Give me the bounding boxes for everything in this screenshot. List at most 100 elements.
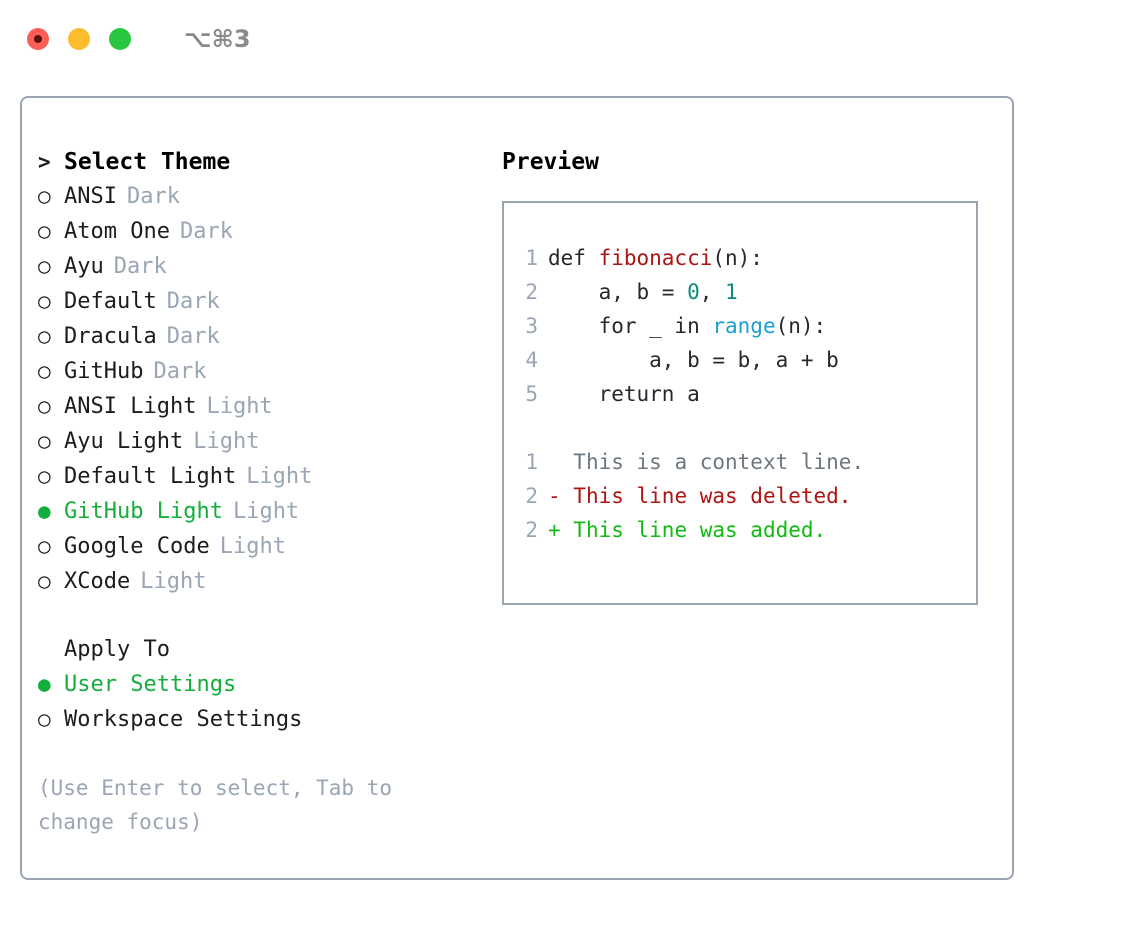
radio-unselected-icon: ○ <box>38 254 51 278</box>
diff-marker: + <box>548 518 561 542</box>
diff-line: 2- This line was deleted. <box>504 479 976 513</box>
preview-title: Preview <box>502 149 599 175</box>
diff-line: 1 This is a context line. <box>504 445 976 479</box>
line-number: 3 <box>525 314 538 338</box>
diff-sample: 1 This is a context line.2- This line wa… <box>504 445 976 547</box>
code-diff-spacer <box>504 411 976 445</box>
keyboard-shortcut-label: ⌥⌘3 <box>184 25 251 53</box>
radio-unselected-icon: ○ <box>38 534 51 558</box>
theme-name-label: Atom One <box>64 219 170 244</box>
theme-name-label: Default <box>64 289 157 314</box>
line-number: 2 <box>525 484 538 508</box>
code-token: range <box>712 314 776 338</box>
theme-list-item[interactable]: ● GitHub Light Light <box>38 494 478 529</box>
theme-list-item[interactable]: ○ Atom One Dark <box>38 214 478 249</box>
radio-unselected-icon: ○ <box>38 289 51 313</box>
radio-unselected-icon: ○ <box>38 569 51 593</box>
theme-kind-label: Dark <box>179 219 233 244</box>
theme-list-item[interactable]: ○ Ayu Dark <box>38 249 478 284</box>
theme-kind-label: Light <box>219 534 286 559</box>
radio-unselected-icon: ○ <box>38 324 51 348</box>
zoom-button-icon[interactable] <box>109 28 131 50</box>
theme-name-label: Ayu Light <box>64 429 184 454</box>
theme-name-label: ANSI Light <box>64 394 197 419</box>
apply-to-item[interactable]: ○ Workspace Settings <box>38 702 478 737</box>
theme-kind-label: Light <box>206 394 273 419</box>
code-line: 2 a, b = 0, 1 <box>504 275 976 309</box>
code-token: 0 <box>687 280 700 304</box>
code-line-text: def fibonacci(n): <box>548 241 763 275</box>
code-token: a, b = b, a + b <box>548 348 839 372</box>
theme-list-item[interactable]: ○ Google Code Light <box>38 529 478 564</box>
theme-list-item[interactable]: ○ Default Light Light <box>38 459 478 494</box>
theme-name-label: XCode <box>64 569 131 594</box>
radio-unselected-icon: ○ <box>38 464 51 488</box>
code-token: 1 <box>725 280 738 304</box>
code-token: (n): <box>712 246 763 270</box>
theme-kind-label: Light <box>232 499 300 524</box>
window-controls <box>27 28 131 50</box>
select-theme-header-label: Select Theme <box>64 149 231 175</box>
theme-name-label: Ayu <box>64 254 104 279</box>
theme-kind-label: Dark <box>126 184 180 209</box>
diff-line: 2+ This line was added. <box>504 513 976 547</box>
prompt-caret-icon: > <box>38 150 51 174</box>
radio-unselected-icon: ○ <box>38 707 51 731</box>
section-spacer <box>38 599 478 633</box>
radio-selected-icon: ● <box>38 499 51 523</box>
theme-kind-label: Light <box>193 429 260 454</box>
code-token: fibonacci <box>598 246 713 270</box>
apply-to-label: Workspace Settings <box>64 707 303 732</box>
diff-line-text: This is a context line. <box>548 445 864 479</box>
theme-kind-label: Dark <box>153 359 207 384</box>
theme-list-item[interactable]: ○ Ayu Light Light <box>38 424 478 459</box>
theme-name-label: Google Code <box>64 534 210 559</box>
radio-unselected-icon: ○ <box>38 219 51 243</box>
code-line-text: a, b = 0, 1 <box>548 275 738 309</box>
line-number: 4 <box>525 348 538 372</box>
code-token: return a <box>548 382 700 406</box>
line-number: 1 <box>525 450 538 474</box>
close-button-icon[interactable] <box>27 28 49 50</box>
radio-unselected-icon: ○ <box>38 429 51 453</box>
diff-text: This line was deleted. <box>560 484 852 508</box>
theme-name-label: ANSI <box>64 184 117 209</box>
theme-name-label: GitHub Light <box>64 499 223 524</box>
code-token: for _ in <box>548 314 713 338</box>
theme-kind-label: Dark <box>113 254 167 279</box>
code-line: 5 return a <box>504 377 976 411</box>
code-line-text: for _ in range(n): <box>548 309 827 343</box>
diff-marker: - <box>548 484 561 508</box>
titlebar: ⌥⌘3 <box>0 0 1140 78</box>
theme-name-label: GitHub <box>64 359 144 384</box>
code-line: 3 for _ in range(n): <box>504 309 976 343</box>
keyboard-hint: (Use Enter to select, Tab to change focu… <box>38 776 405 834</box>
diff-text: This is a context line. <box>560 450 865 474</box>
apply-to-item[interactable]: ●User Settings <box>38 667 478 702</box>
code-token: , <box>699 280 726 304</box>
apply-to-label: User Settings <box>64 672 237 697</box>
theme-list-item[interactable]: ○ ANSI Light Light <box>38 389 478 424</box>
apply-to-list: ●User Settings ○ Workspace Settings <box>38 667 478 737</box>
select-theme-header: > Select Theme <box>38 145 478 179</box>
diff-text: This line was added. <box>560 518 827 542</box>
apply-to-header: Apply To <box>64 637 170 662</box>
theme-kind-label: Light <box>246 464 313 489</box>
radio-unselected-icon: ○ <box>38 394 51 418</box>
minimize-button-icon[interactable] <box>68 28 90 50</box>
code-token: def <box>548 246 599 270</box>
theme-name-label: Default Light <box>64 464 237 489</box>
